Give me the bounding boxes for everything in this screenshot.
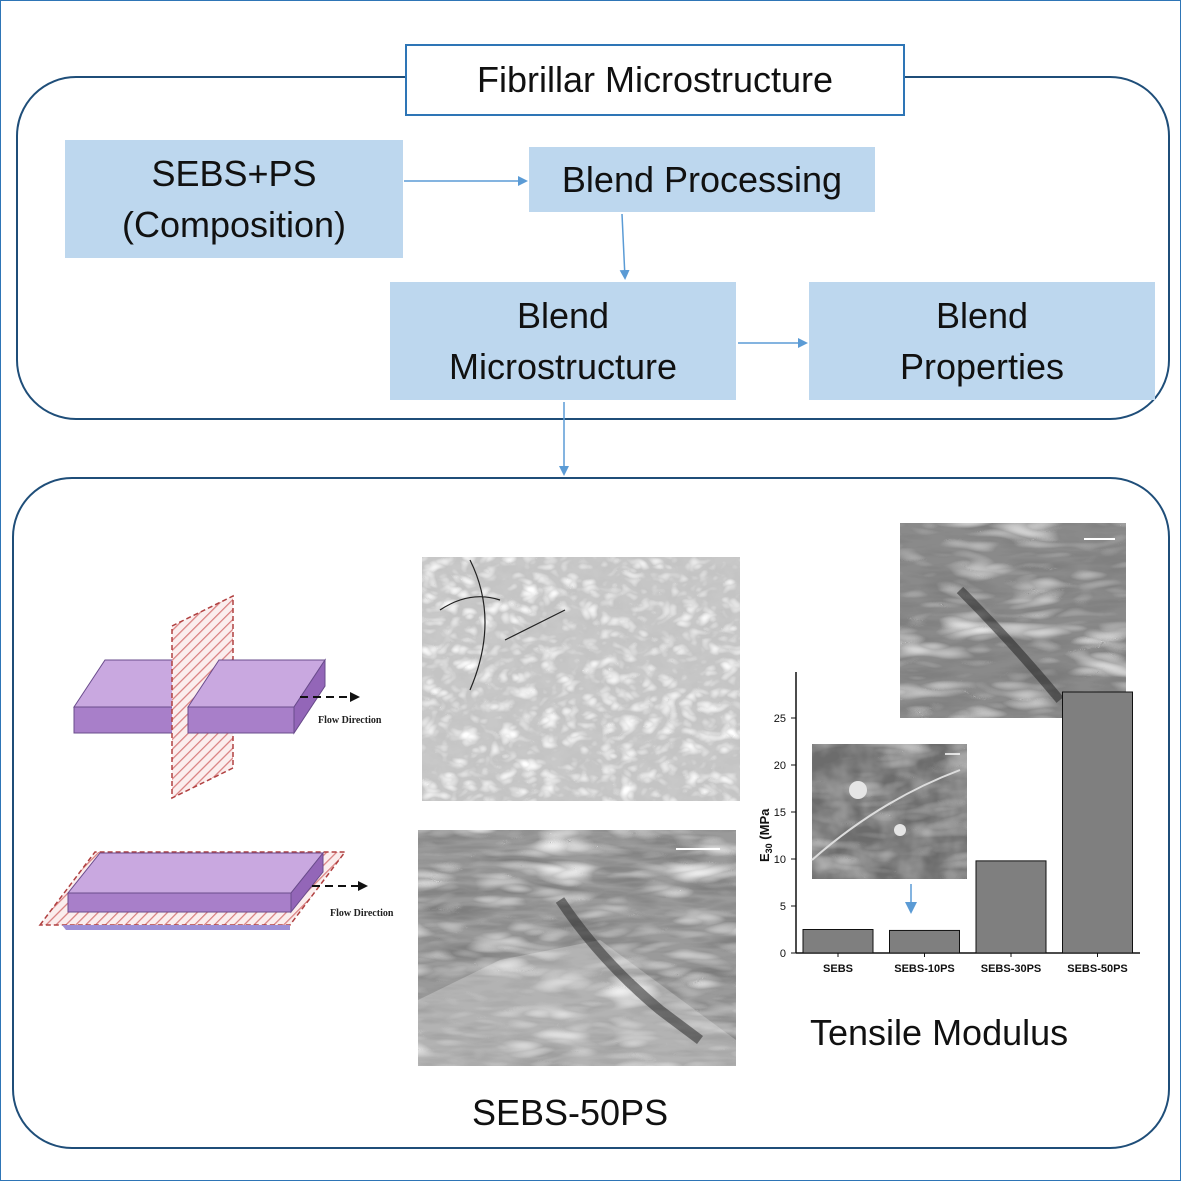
lower-slab <box>62 851 325 930</box>
bar-sebs-50ps <box>1062 691 1133 954</box>
y-tick-label: 5 <box>780 901 786 913</box>
composition-line-1: SEBS+PS <box>151 152 317 194</box>
microstructure-line-2: Microstructure <box>448 346 678 387</box>
sem-lamellar-image <box>418 830 736 1066</box>
x-tick-label: SEBS-30PS <box>981 963 1042 975</box>
properties-line-1: Blend <box>935 294 1029 336</box>
bar-sebs-30ps <box>975 860 1047 954</box>
x-tick-label: SEBS-10PS <box>894 963 955 975</box>
processing-box: Blend Processing <box>529 147 875 212</box>
y-tick-label: 10 <box>774 854 786 866</box>
chart-caption: Tensile Modulus <box>810 1012 1069 1053</box>
sem-fibrillar-image <box>422 557 740 801</box>
properties-line-2: Properties <box>899 346 1065 387</box>
y-tick-label: 25 <box>774 713 786 725</box>
flow-label-2: Flow Direction <box>330 908 394 919</box>
sem-inset-50ps-image <box>900 523 1126 718</box>
composition-line-2: (Composition) <box>121 204 347 245</box>
composition-box: SEBS+PS (Composition) <box>65 140 403 258</box>
arrow-processing-to-microstructure <box>619 213 630 280</box>
y-tick-label: 20 <box>774 760 786 772</box>
diagram-title: Fibrillar Microstructure <box>405 44 905 116</box>
microstructure-line-1: Blend <box>516 294 610 336</box>
y-axis-label: E30 (MPa <box>757 808 774 862</box>
y-tick-label: 0 <box>780 948 786 960</box>
y-tick-label: 15 <box>774 807 786 819</box>
sem-inset-10ps-image <box>811 744 967 879</box>
flow-label-1: Flow Direction <box>318 715 382 726</box>
upper-slab-front <box>187 658 326 735</box>
sem-caption: SEBS-50PS <box>472 1092 669 1133</box>
x-tick-label: SEBS-50PS <box>1067 963 1128 975</box>
x-tick-label: SEBS <box>823 963 853 975</box>
